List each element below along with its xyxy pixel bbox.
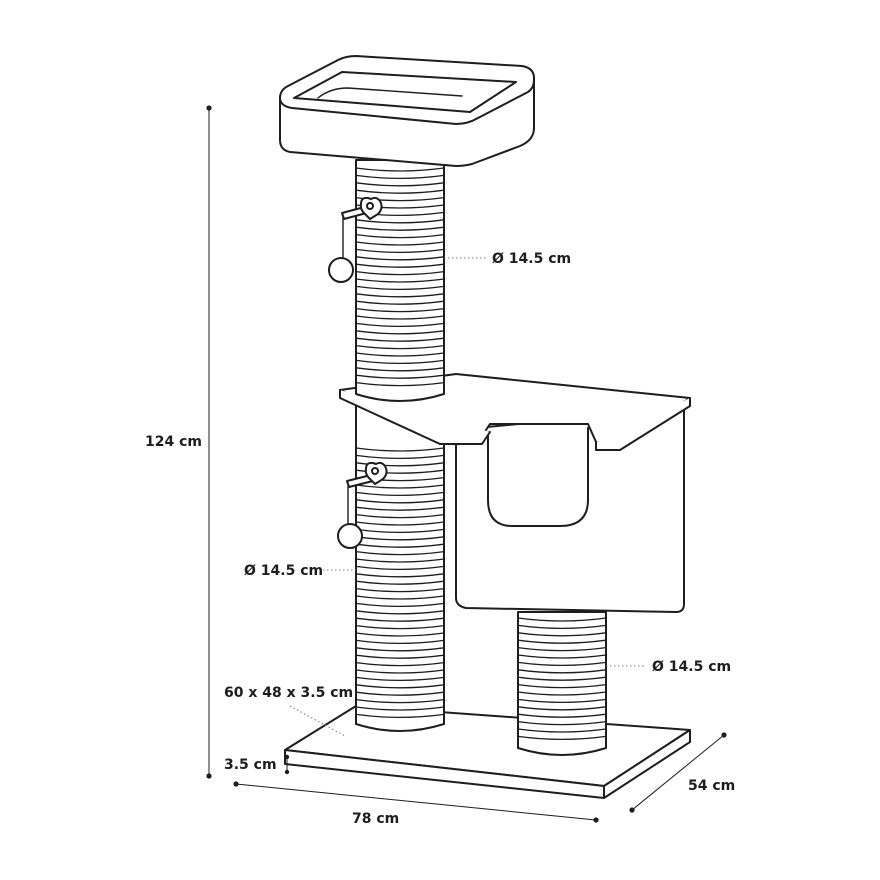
depth-dimension-line xyxy=(629,732,727,813)
top-post-diameter-label: Ø 14.5 cm xyxy=(492,251,571,267)
depth-label: 54 cm xyxy=(688,778,735,794)
left-post-diameter-label: Ø 14.5 cm xyxy=(244,563,323,579)
left-post-upper xyxy=(355,159,445,402)
base-size-label: 60 x 48 x 3.5 cm xyxy=(224,685,353,701)
leaders xyxy=(289,257,646,737)
right-post-diameter-label: Ø 14.5 cm xyxy=(652,659,731,675)
width-label: 78 cm xyxy=(352,811,399,827)
toy-lower xyxy=(337,461,388,549)
right-post xyxy=(517,611,607,756)
base-plate xyxy=(284,705,691,799)
width-dimension-line xyxy=(233,781,599,823)
base-thickness-dimension-line xyxy=(284,754,290,775)
left-post-lower xyxy=(355,403,445,732)
toy-upper xyxy=(328,196,383,283)
height-label: 124 cm xyxy=(145,434,202,450)
height-dimension-line xyxy=(206,105,212,779)
cube-house xyxy=(455,407,685,613)
base-thickness-label: 3.5 cm xyxy=(224,757,277,773)
top-bed xyxy=(279,55,535,167)
